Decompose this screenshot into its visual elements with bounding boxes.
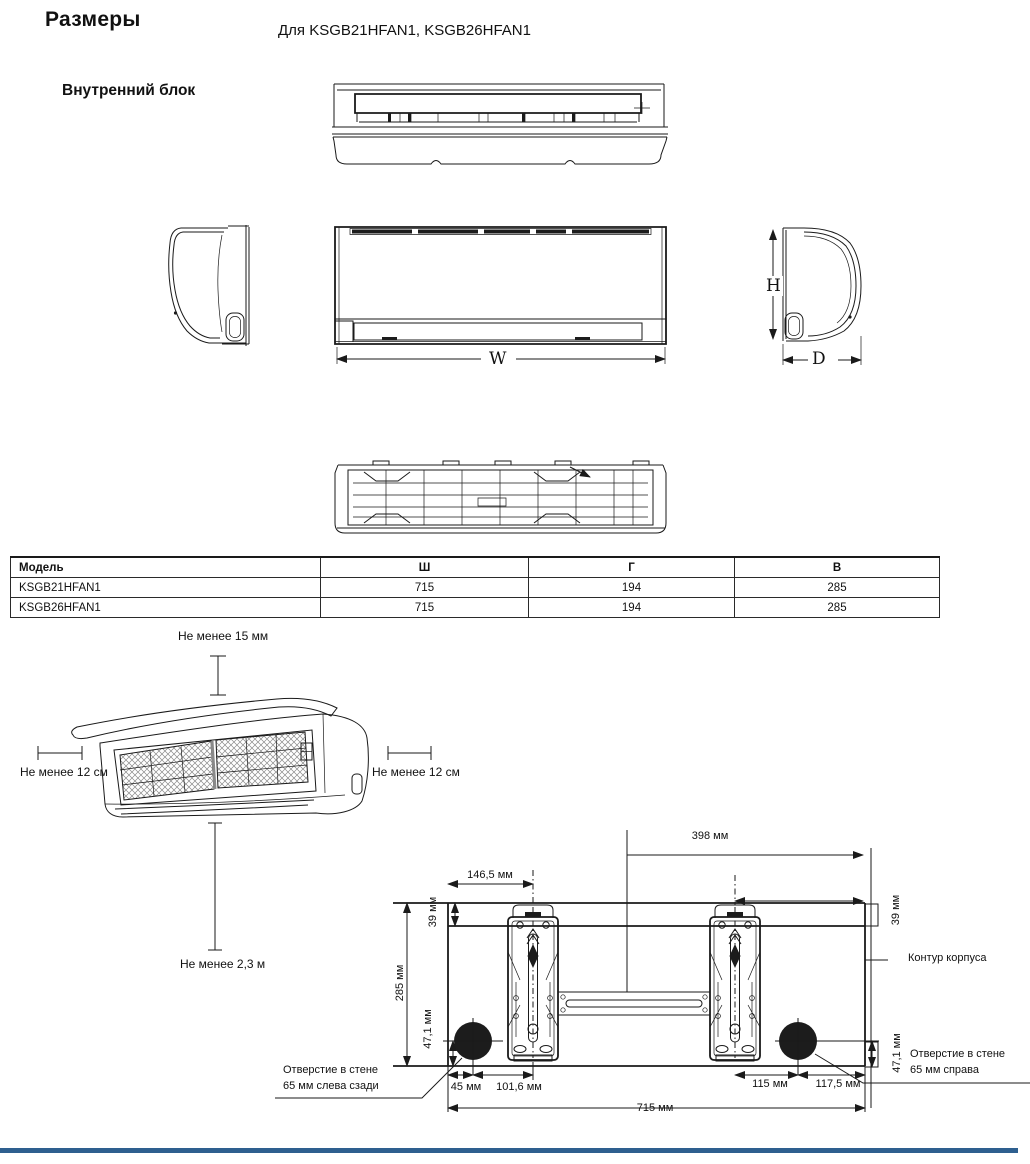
- wall-hole-left-label: Отверстие в стене 65 мм слева сзади: [283, 1062, 379, 1094]
- indoor-unit-top-view-drawing: [328, 78, 673, 178]
- wall-hole-right-line1: Отверстие в стене: [910, 1048, 1006, 1060]
- dim-letter-height: H: [764, 276, 783, 296]
- height-cell: 285: [734, 597, 940, 618]
- dim-47-right-label: 47,1 мм: [891, 1033, 903, 1073]
- dim-39-right-label: 39 мм: [890, 894, 902, 926]
- indoor-unit-right-side-view-drawing: [769, 218, 862, 373]
- height-cell: 285: [734, 577, 940, 598]
- dim-117-5-label: 117,5 мм: [815, 1078, 861, 1090]
- footer-accent-bar: [0, 1148, 1018, 1153]
- mounting-plate-diagram-drawing: [270, 822, 1030, 1112]
- col-header-width: Ш: [320, 556, 529, 578]
- dim-letter-depth: D: [812, 349, 826, 369]
- models-subtitle: Для KSGB21HFAN1, KSGB26HFAN1: [278, 22, 531, 39]
- model-cell: KSGB26HFAN1: [10, 597, 321, 618]
- dim-45-label: 45 мм: [450, 1081, 482, 1093]
- indoor-unit-bottom-view-drawing: [328, 443, 673, 543]
- depth-cell: 194: [528, 577, 735, 598]
- indoor-unit-left-side-view-drawing: [162, 220, 257, 360]
- wall-hole-right-label: Отверстие в стене 65 мм справа: [910, 1046, 1005, 1078]
- width-cell: 715: [320, 577, 529, 598]
- body-outline-label: Контур корпуса: [908, 952, 987, 964]
- clearance-left-label: Не менее 12 см: [20, 765, 108, 779]
- dim-715-label: 715 мм: [636, 1102, 674, 1114]
- section-label-indoor-unit: Внутренний блок: [62, 82, 196, 99]
- clearance-right-label: Не менее 12 см: [372, 765, 460, 779]
- table-row: KSGB21HFAN1 715 194 285: [10, 577, 940, 598]
- depth-cell: 194: [528, 597, 735, 618]
- table-header-row: Модель Ш Г В: [10, 556, 940, 578]
- indoor-unit-front-view-drawing: [328, 222, 673, 372]
- col-header-depth: Г: [528, 556, 735, 578]
- dim-285-label: 285 мм: [394, 964, 406, 1002]
- dim-146-5-label: 146,5 мм: [467, 869, 513, 881]
- clearance-diagram-drawing: [15, 643, 460, 988]
- dim-letter-width: W: [489, 349, 507, 369]
- clearance-bottom-label: Не менее 2,3 м: [180, 957, 266, 971]
- dim-47-left-label: 47,1 мм: [422, 1009, 434, 1049]
- table-row: KSGB26HFAN1 715 194 285: [10, 597, 940, 618]
- wall-hole-right-line2: 65 мм справа: [910, 1064, 980, 1076]
- dim-39-left-label: 39 мм: [427, 896, 439, 928]
- width-cell: 715: [320, 597, 529, 618]
- dim-101-6-label: 101,6 мм: [496, 1081, 542, 1093]
- wall-hole-left-line2: 65 мм слева сзади: [283, 1080, 379, 1092]
- dimensions-table: Модель Ш Г В KSGB21HFAN1 715 194 285 KSG…: [10, 556, 940, 618]
- page-title: Размеры: [45, 8, 141, 31]
- model-cell: KSGB21HFAN1: [10, 577, 321, 598]
- mounting-bracket-left: [508, 905, 558, 1061]
- clearance-top-label: Не менее 15 мм: [178, 629, 269, 643]
- col-header-model: Модель: [10, 556, 321, 578]
- dim-115-label: 115 мм: [752, 1078, 788, 1090]
- col-header-height: В: [734, 556, 940, 578]
- wall-hole-left-line1: Отверстие в стене: [283, 1064, 379, 1076]
- dim-398-label: 398 мм: [691, 830, 729, 842]
- mounting-bracket-right: [710, 905, 760, 1061]
